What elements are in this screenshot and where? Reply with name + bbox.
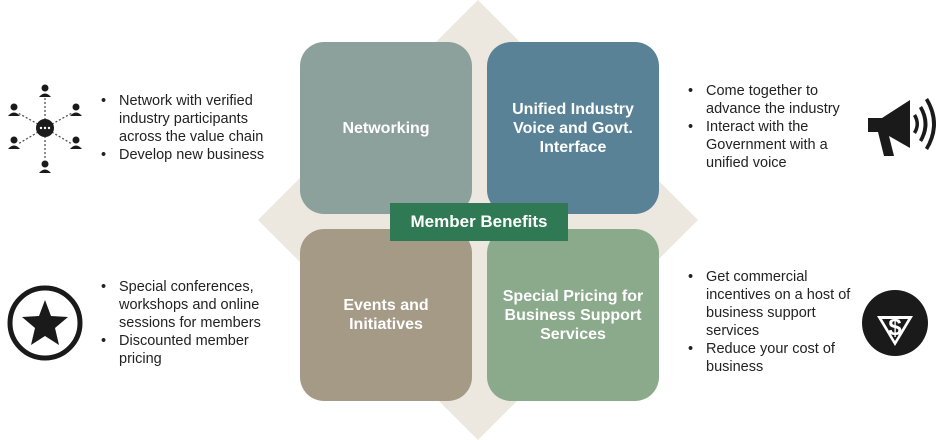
bullet-item: Develop new business [99,146,289,164]
dollar-down-icon: $ [862,290,928,356]
bullet-item: Come together to advance the industry [686,82,861,118]
pricing-bullets: Get commercial incentives on a host of b… [686,268,861,376]
tile-events: Events and Initiatives [300,229,472,401]
svg-text:$: $ [888,314,902,341]
center-label: Member Benefits [390,203,568,241]
bullet-item: Reduce your cost of business [686,340,861,376]
bullet-item: Discounted member pricing [99,332,289,368]
tile-title: Special Pricing for Business Support Ser… [502,287,644,343]
tile-title: Unified Industry Voice and Govt. Interfa… [512,100,634,156]
tile-unified-voice: Unified Industry Voice and Govt. Interfa… [487,42,659,214]
bullet-item: Interact with the Government with a unif… [686,118,861,172]
center-label-text: Member Benefits [410,212,548,231]
bullet-item: Get commercial incentives on a host of b… [686,268,861,340]
bullet-item: Special conferences, workshops and onlin… [99,278,289,332]
star-icon [7,285,83,361]
events-bullets: Special conferences, workshops and onlin… [99,278,289,368]
tile-special-pricing: Special Pricing for Business Support Ser… [487,229,659,401]
megaphone-icon [868,98,936,156]
networking-bullets: Network with verified industry participa… [99,92,289,164]
voice-bullets: Come together to advance the industry In… [686,82,861,172]
tile-networking: Networking [300,42,472,214]
network-icon [8,84,82,173]
bullet-item: Network with verified industry participa… [99,92,289,146]
tile-title: Events and Initiatives [343,297,429,333]
tile-title: Networking [342,119,430,137]
